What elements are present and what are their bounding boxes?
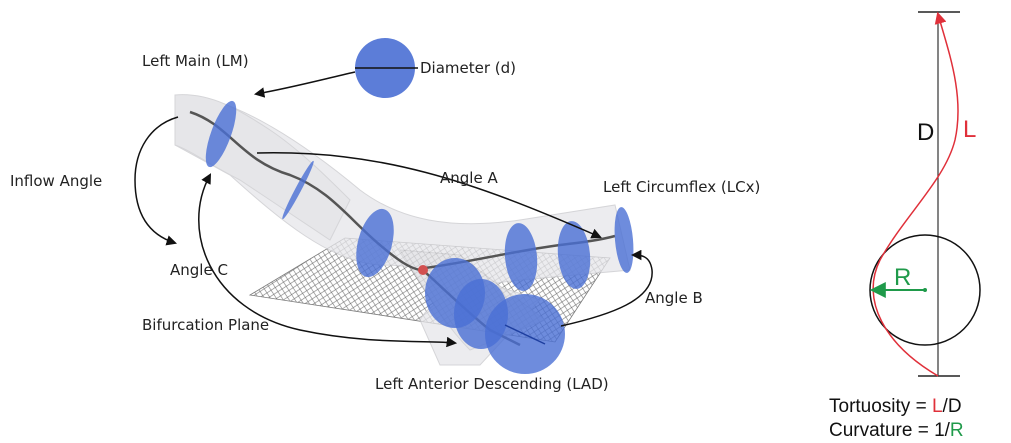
label-angle-b: Angle B [645, 289, 703, 307]
label-d: D [917, 119, 934, 146]
tortuosity-schematic: D L R Tortuosity = L/D Curvature = 1/R [829, 11, 981, 441]
label-inflow-angle: Inflow Angle [10, 172, 102, 190]
label-left-main: Left Main (LM) [142, 52, 249, 70]
tortuosity-formula: Tortuosity = L/D [829, 396, 962, 417]
label-angle-c: Angle C [170, 261, 228, 279]
label-left-circumflex: Left Circumflex (LCx) [603, 178, 760, 196]
label-diameter: Diameter (d) [420, 59, 516, 77]
label-l: L [963, 116, 976, 143]
curved-path [872, 11, 959, 377]
label-r: R [894, 264, 911, 291]
label-angle-a: Angle A [440, 169, 498, 187]
angle-arrows [134, 71, 653, 348]
label-bifurcation-plane: Bifurcation Plane [142, 316, 269, 334]
label-lad: Left Anterior Descending (LAD) [375, 375, 609, 393]
bifurcation-point [418, 265, 428, 275]
curvature-formula: Curvature = 1/R [829, 420, 964, 441]
